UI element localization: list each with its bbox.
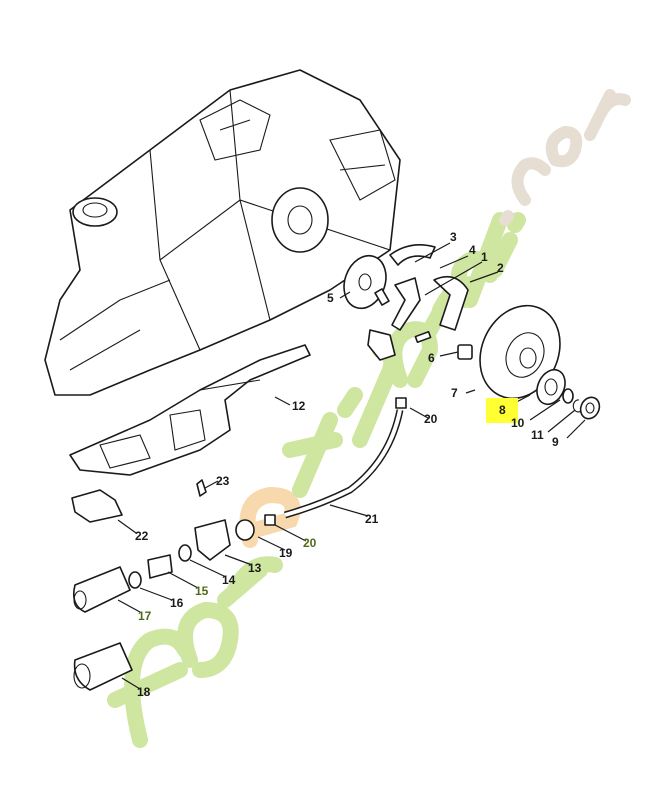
highlight-part-8	[486, 398, 518, 423]
label-part-18[interactable]: 18	[137, 685, 151, 699]
guide-plate	[69, 344, 311, 523]
label-part-21[interactable]: 21	[365, 512, 379, 526]
label-part-15[interactable]: 15	[195, 584, 209, 598]
label-part-12[interactable]: 12	[292, 399, 306, 413]
label-part-5[interactable]: 5	[327, 291, 334, 305]
label-part-6[interactable]: 6	[428, 351, 435, 365]
label-part-8[interactable]: 8	[499, 403, 506, 417]
engine-housing	[44, 69, 401, 396]
label-part-17[interactable]: 17	[138, 609, 152, 623]
label-part-20-pump[interactable]: 20	[303, 536, 317, 550]
label-part-4[interactable]: 4	[469, 243, 476, 257]
label-part-20-hose-end[interactable]: 20	[424, 412, 438, 426]
label-part-16[interactable]: 16	[170, 596, 184, 610]
label-part-9[interactable]: 9	[552, 435, 559, 449]
label-part-3[interactable]: 3	[450, 230, 457, 244]
label-part-11[interactable]: 11	[531, 428, 544, 442]
label-part-14[interactable]: 14	[222, 573, 236, 587]
label-part-2[interactable]: 2	[497, 261, 504, 275]
oil-pump-assembly	[72, 397, 407, 691]
label-part-10[interactable]: 10	[511, 416, 525, 430]
label-part-22[interactable]: 22	[135, 529, 149, 543]
label-part-23[interactable]: 23	[216, 474, 230, 488]
label-part-7[interactable]: 7	[451, 386, 458, 400]
label-part-19[interactable]: 19	[279, 546, 293, 560]
leader-lines	[117, 242, 586, 690]
label-part-13[interactable]: 13	[248, 561, 262, 575]
label-part-1[interactable]: 1	[481, 250, 488, 264]
clutch-assembly	[343, 244, 601, 420]
